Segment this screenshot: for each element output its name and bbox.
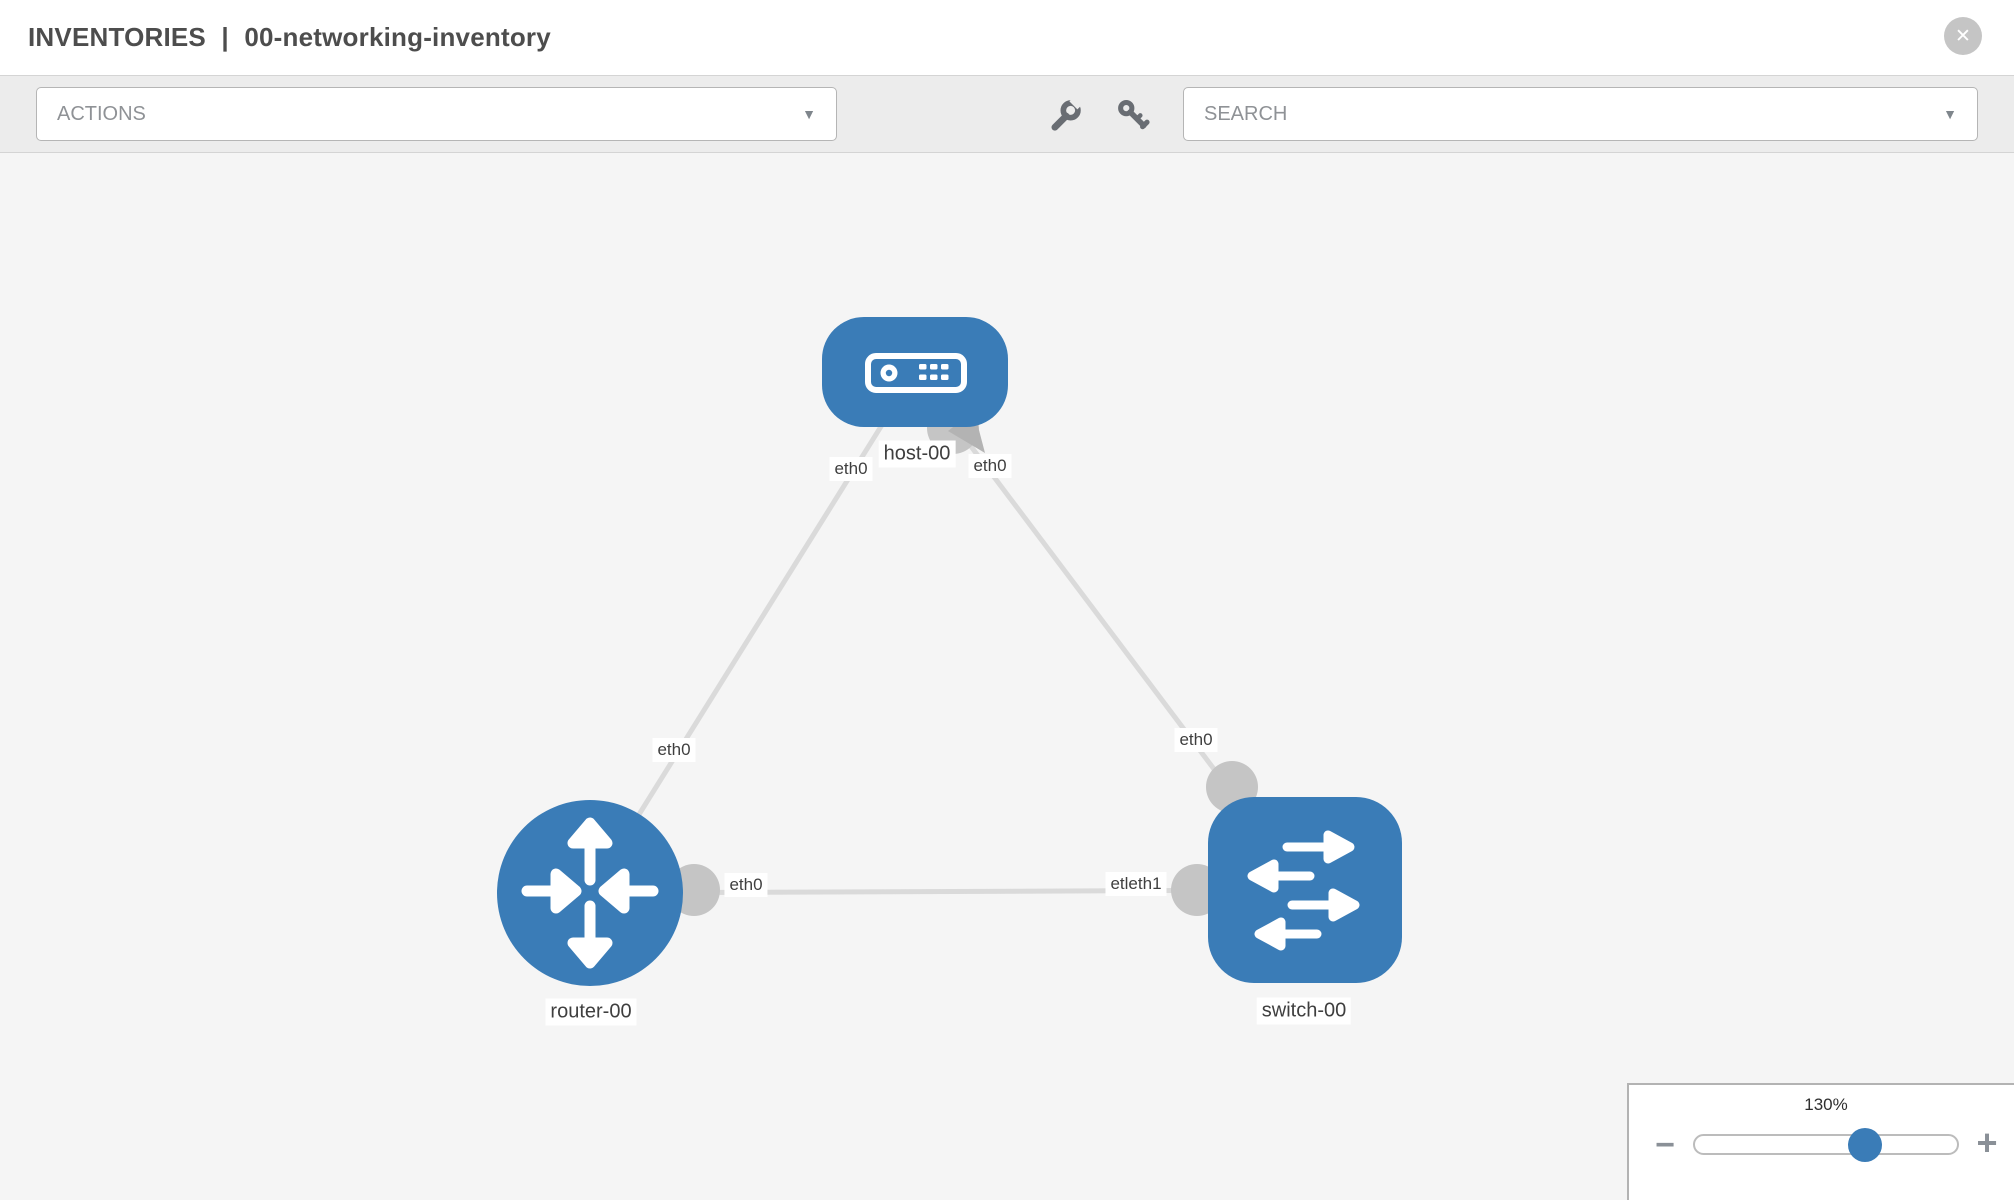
close-button[interactable]: ✕ xyxy=(1944,17,1982,55)
interface-label: etleth1 xyxy=(1105,872,1167,896)
chevron-down-icon: ▼ xyxy=(802,106,816,122)
zoom-out-button[interactable]: − xyxy=(1647,1125,1683,1164)
node-label-router-00: router-00 xyxy=(545,998,637,1026)
tools-button[interactable] xyxy=(1045,96,1085,136)
host-icon xyxy=(865,353,967,393)
wrench-icon xyxy=(1051,98,1083,131)
search-dropdown[interactable]: SEARCH ▼ xyxy=(1183,87,1978,141)
router-icon xyxy=(521,817,659,969)
breadcrumb-section: INVENTORIES xyxy=(28,22,206,52)
node-label-switch-00: switch-00 xyxy=(1256,997,1352,1025)
actions-dropdown-label: ACTIONS xyxy=(57,102,146,125)
breadcrumb-separator: | xyxy=(221,22,229,52)
inventory-name: 00-networking-inventory xyxy=(244,22,551,52)
plus-icon: + xyxy=(1976,1122,1998,1163)
interface-label: eth0 xyxy=(1174,728,1218,752)
switch-icon xyxy=(1247,830,1360,951)
actions-dropdown[interactable]: ACTIONS ▼ xyxy=(36,87,837,141)
interface-label: eth0 xyxy=(829,457,873,481)
zoom-panel: 130% − + xyxy=(1627,1083,2014,1200)
minus-icon: − xyxy=(1655,1125,1675,1164)
zoom-level: 130% xyxy=(1804,1095,1848,1114)
zoom-in-button[interactable]: + xyxy=(1969,1122,2005,1163)
interface-label: eth0 xyxy=(724,873,768,897)
page-header: INVENTORIES | 00-networking-inventory ✕ xyxy=(0,0,2014,75)
close-icon: ✕ xyxy=(1955,25,1971,47)
zoom-slider-thumb[interactable] xyxy=(1848,1128,1882,1162)
interface-label: eth0 xyxy=(652,738,696,762)
zoom-slider-track[interactable] xyxy=(1693,1134,1959,1155)
topology-svg xyxy=(497,317,1402,986)
topology-canvas[interactable]: eth0 host-00 eth0 eth0 eth0 eth0 etleth1… xyxy=(0,153,2014,1200)
node-label-host-00: host-00 xyxy=(878,440,956,468)
breadcrumb: INVENTORIES | 00-networking-inventory xyxy=(28,22,559,53)
toolbar: ACTIONS ▼ SEARCH ▼ xyxy=(0,75,2014,153)
key-icon xyxy=(1118,99,1150,130)
search-dropdown-label: SEARCH xyxy=(1204,102,1288,125)
node-host-00[interactable] xyxy=(822,317,1008,427)
key-button[interactable] xyxy=(1113,96,1153,136)
node-router-00[interactable] xyxy=(497,800,683,986)
interface-label: eth0 xyxy=(968,454,1012,478)
node-switch-00[interactable] xyxy=(1208,797,1402,983)
chevron-down-icon: ▼ xyxy=(1943,106,1957,122)
